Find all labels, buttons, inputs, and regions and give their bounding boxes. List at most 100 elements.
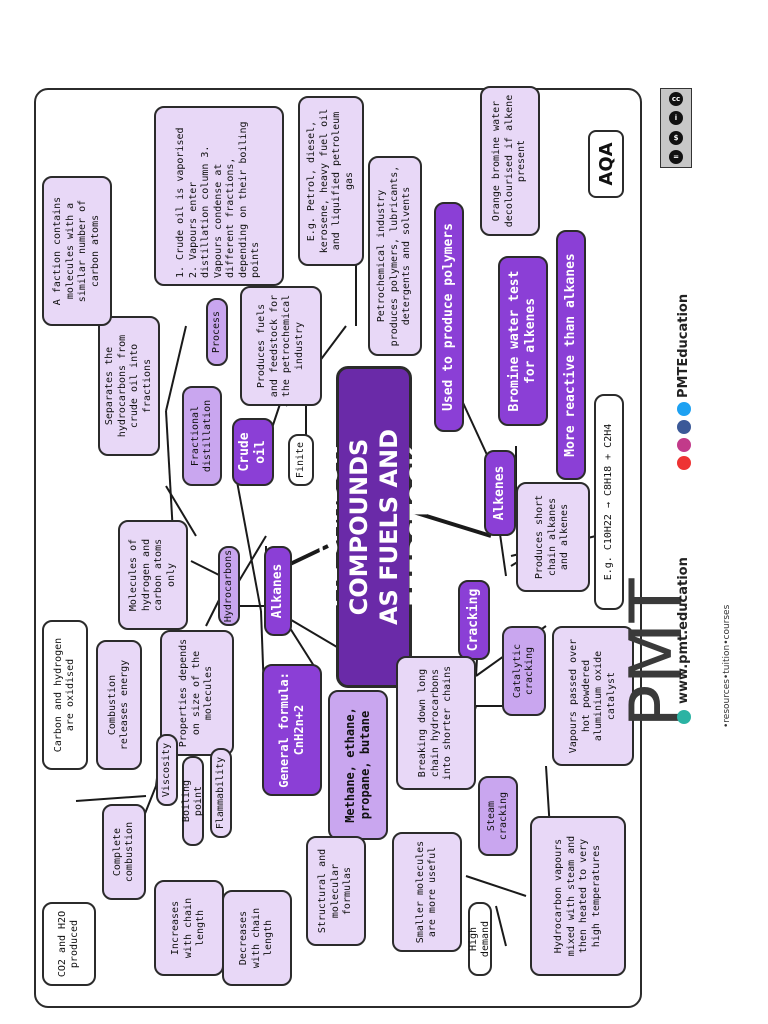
orange-bromine-node: Orange bromine water decolourised if alk… [480,86,540,236]
nc-icon: $ [669,130,683,145]
smaller-useful-node: Smaller molecules are more useful [392,832,462,952]
central-title-line1: 7.1 CARBON COMPOUNDS [315,438,373,616]
steam-node: Steam cracking [478,776,518,856]
exam-board-label: AQA [595,142,617,186]
breaking-down-node: Breaking down long chain hydrocarbons in… [396,656,476,790]
process-steps-label: 1. Crude oil is vaporised 2. Vapours ent… [175,121,262,278]
crude-oil-label: Crude oil [236,432,268,472]
fractional-distillation-node: Fractional distillation [182,386,222,486]
combustion-releases-label: Combustion releases energy [106,659,131,751]
combustion-releases-node: Combustion releases energy [96,640,142,770]
increases-node: Increases with chain length [154,880,224,976]
pmt-logo: PMT •resources•tuition•courses [614,508,752,758]
cc-icon: cc [669,91,683,106]
carbon-oxidised-label: Carbon and hydrogen are oxidised [52,637,77,753]
alkanes-node: Alkanes [264,546,292,636]
fuels-eg-label: E.g. Petrol, diesel, kerosene, heavy fue… [306,108,355,254]
produces-fuels-label: Produces fuels and feedstock for the pet… [256,294,305,398]
more-reactive-node: More reactive than alkanes [556,230,586,480]
by-icon: i [669,111,683,126]
high-demand-label: High demand [467,920,492,958]
website-link[interactable]: www.pmt.education [676,557,691,704]
complete-combustion-node: Complete combustion [102,804,146,900]
brand-strip: PMT •resources•tuition•courses www.pmt.e… [614,88,768,1024]
decreases-label: Decreases with chain length [238,907,275,969]
hydrocarbons-label: Hydrocarbons [222,549,234,623]
alkane-names-node: Methane, ethane, propane, butane [328,690,388,840]
produces-short-node: Produces short chain alkanes and alkenes [516,482,590,592]
breaking-down-label: Breaking down long chain hydrocarbons in… [417,665,454,781]
structural-node: Structural and molecular formulas [306,836,366,946]
crude-oil-node: Crude oil [232,418,274,486]
alkane-names-label: Methane, ethane, propane, butane [343,707,372,823]
viscosity-node: Viscosity [156,734,178,806]
cracking-label: Cracking [465,588,481,652]
viscosity-label: Viscosity [160,742,172,798]
hydrocarbons-def-node: Molecules of hydrogen and carbon atoms o… [118,520,188,630]
finite-label: Finite [294,441,306,479]
process-label: Process [210,310,222,354]
general-formula-label: General formula: CnH2n+2 [277,672,306,788]
boiling-point-label: Boiling point [180,779,205,823]
website-footer[interactable]: www.pmt.education [676,557,691,724]
steam-desc-node: Hydrocarbon vapours mixed with steam and… [530,816,626,976]
flammability-node: Flammability [210,748,232,838]
hydrocarbons-node: Hydrocarbons [218,546,240,626]
pmt-tagline: •resources•tuition•courses [722,604,732,728]
fraction-def-node: A faction contains molecules with a simi… [42,176,112,326]
bromine-test-node: Bromine water test for alkenes [498,256,548,426]
catalytic-node: Catalytic cracking [502,626,546,716]
steam-label: Steam cracking [485,791,510,841]
complete-combustion-label: Complete combustion [111,821,136,883]
catalytic-desc-label: Vapours passed over hot powdered alumini… [568,638,617,754]
smaller-useful-label: Smaller molecules are more useful [414,840,439,944]
fraction-def-label: A faction contains molecules with a simi… [52,196,101,306]
petrochemical-node: Petrochemical industry produces polymers… [368,156,422,356]
finite-node: Finite [288,434,314,486]
fuels-eg-node: E.g. Petrol, diesel, kerosene, heavy fue… [298,96,364,266]
social-handle[interactable]: PMTEducation [676,293,691,398]
nd-icon: = [669,150,683,165]
structural-label: Structural and molecular formulas [317,848,354,934]
instagram-icon[interactable] [676,438,691,452]
flammability-label: Flammability [214,756,226,830]
properties-label: Properties depends on size of the molecu… [178,638,215,748]
co2-h2o-label: CO2 and H2O produced [56,910,81,978]
central-title: 7.1 CARBON COMPOUNDS AS FUELS AND FEEDST… [315,366,433,688]
increases-label: Increases with chain length [170,897,207,959]
general-formula-node: General formula: CnH2n+2 [262,664,322,796]
cracking-eg-label: E.g. C10H22 → C8H18 + C2H4 [602,423,614,581]
facebook-icon[interactable] [676,420,691,434]
license-badge: cc i $ = [660,88,692,168]
process-steps-node: 1. Crude oil is vaporised 2. Vapours ent… [154,106,284,286]
carbon-oxidised-node: Carbon and hydrogen are oxidised [42,620,88,770]
bromine-test-label: Bromine water test for alkenes [506,270,538,412]
alkenes-node: Alkenes [484,450,516,536]
decreases-node: Decreases with chain length [222,890,292,986]
high-demand-node: High demand [468,902,492,976]
social-footer[interactable]: PMTEducation [676,294,691,470]
cracking-node: Cracking [458,580,490,660]
fractional-distillation-label: Fractional distillation [189,399,214,473]
process-node: Process [206,298,228,366]
alkanes-label: Alkanes [269,563,285,619]
hydrocarbons-def-label: Molecules of hydrogen and carbon atoms o… [128,538,177,612]
more-reactive-label: More reactive than alkanes [562,253,578,457]
steam-desc-label: Hydrocarbon vapours mixed with steam and… [553,835,602,957]
separates-node: Separates the hydrocarbons from crude oi… [98,316,160,456]
central-title-line2: AS FUELS AND FEEDSTOCK [375,429,433,626]
used-polymers-label: Used to produce polymers [440,223,456,411]
orange-bromine-label: Orange bromine water decolourised if alk… [491,94,528,228]
boiling-point-node: Boiling point [180,756,205,846]
alkenes-label: Alkenes [491,465,507,521]
co2-h2o-node: CO2 and H2O produced [42,902,96,986]
produces-short-label: Produces short chain alkanes and alkenes [534,494,571,580]
separates-label: Separates the hydrocarbons from crude oi… [104,334,153,438]
exam-board-badge: AQA [588,130,624,198]
catalytic-label: Catalytic cracking [511,643,536,699]
produces-fuels-node: Produces fuels and feedstock for the pet… [240,286,322,406]
web-icon [676,710,691,724]
youtube-icon[interactable] [676,456,691,470]
twitter-icon[interactable] [676,402,691,416]
used-polymers-node: Used to produce polymers [434,202,464,432]
